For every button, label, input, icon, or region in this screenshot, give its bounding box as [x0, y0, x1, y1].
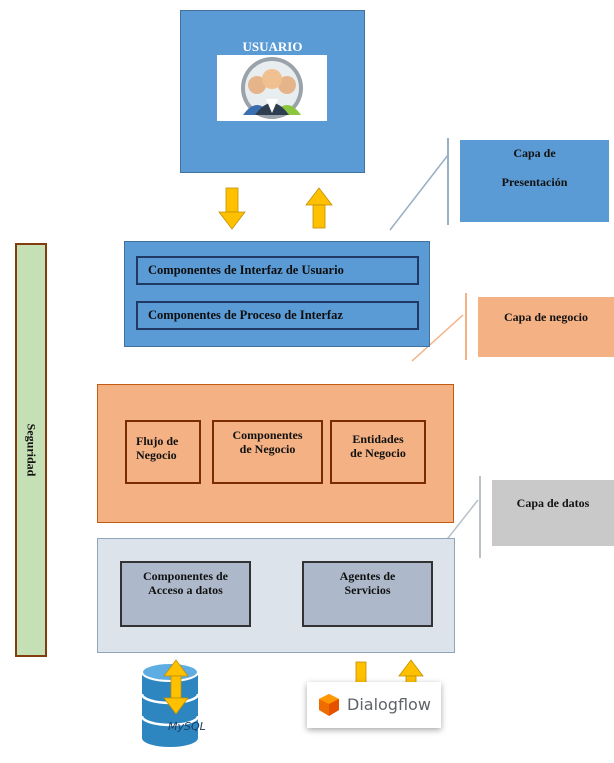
business-entities-label-1: Entidades [352, 432, 404, 446]
data-access-label-2: Acceso a datos [148, 583, 223, 597]
dialogflow-logo: Dialogflow [307, 682, 441, 728]
data-access-label-1: Componentes de [142, 569, 228, 583]
presentation-label-2: Presentación [501, 175, 568, 189]
service-agents-label-2: Servicios [344, 583, 391, 597]
user-box: USUARIO [180, 10, 365, 173]
data-label-text: Capa de datos [516, 496, 590, 510]
security-label: Seguridad [24, 423, 39, 477]
business-flow-label-2: Negocio [136, 448, 177, 462]
presentation-callout-line [389, 154, 449, 231]
service-agents-label-1: Agentes de [339, 569, 396, 583]
mysql-logo: MySQL [168, 720, 206, 733]
business-entities-label-2: de Negocio [350, 446, 406, 460]
up-arrow-icon [305, 187, 333, 229]
presentation-layer-box: Componentes de Interfaz de Usuario Compo… [124, 241, 430, 347]
user-title: USUARIO [242, 39, 303, 54]
business-components-label-2: de Negocio [239, 442, 296, 456]
ui-process-components-box: Componentes de Proceso de Interfaz [136, 301, 419, 330]
ui-components-box: Componentes de Interfaz de Usuario [136, 256, 419, 285]
business-flow-label-1: Flujo de [136, 434, 179, 448]
security-bar: Seguridad [15, 243, 47, 657]
presentation-layer-label: Capa de Presentación [460, 140, 609, 222]
business-layer-label: Capa de negocio [478, 297, 614, 357]
business-components-box: Componentes de Negocio [212, 420, 323, 484]
users-icon [217, 55, 327, 121]
data-layer-label: Capa de datos [492, 480, 614, 546]
business-layer-box: Flujo de Negocio Componentes de Negocio … [97, 384, 454, 523]
database-icon [140, 662, 200, 747]
service-agents-box: Agentes de Servicios [302, 561, 433, 627]
business-callout-line [411, 314, 464, 362]
business-flow-box: Flujo de Negocio [125, 420, 201, 484]
presentation-label-1: Capa de [513, 146, 556, 160]
double-arrow-icon [163, 659, 189, 715]
business-label-text: Capa de negocio [504, 310, 588, 324]
dialogflow-icon [319, 694, 339, 716]
data-layer-box: Componentes de Acceso a datos Agentes de… [97, 538, 455, 653]
dialogflow-text: Dialogflow [347, 695, 431, 714]
business-components-label-1: Componentes [232, 428, 303, 442]
down-arrow-icon [218, 187, 246, 230]
data-access-box: Componentes de Acceso a datos [120, 561, 251, 627]
business-entities-box: Entidades de Negocio [330, 420, 426, 484]
